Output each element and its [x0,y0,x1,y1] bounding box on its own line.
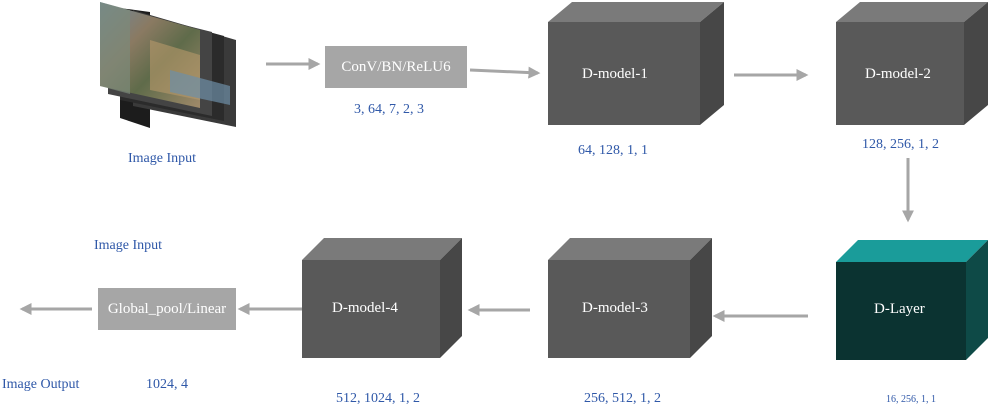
image-output-label: Image Output [2,377,80,392]
pool-block: Global_pool/Linear [98,288,236,330]
dmodel3-params: 256, 512, 1, 2 [584,391,661,406]
arrow-conv-to-dmodel1 [469,66,541,79]
dlayer-label: D-Layer [874,301,925,317]
dlayer-params: 16, 256, 1, 1 [886,394,936,405]
input-image-stack [100,2,236,128]
dlayer-cube [836,240,988,360]
dmodel2-params: 128, 256, 1, 2 [862,137,939,152]
conv-block: ConV/BN/ReLU6 [325,46,467,88]
image-input-label-2: Image Input [94,238,163,253]
dmodel1-cube [548,2,724,125]
dmodel2-label: D-model-2 [865,66,931,82]
image-input-label: Image Input [128,151,197,166]
dmodel3-cube [548,238,712,358]
dmodel3-label: D-model-3 [582,300,648,316]
dmodel1-params: 64, 128, 1, 1 [578,143,648,158]
dmodel2-cube [836,2,988,125]
conv-block-label: ConV/BN/ReLU6 [341,58,451,75]
dmodel4-cube [302,238,462,358]
pool-params: 1024, 4 [146,377,188,392]
conv-params: 3, 64, 7, 2, 3 [354,102,424,117]
dmodel4-label: D-model-4 [332,300,398,316]
dmodel1-label: D-model-1 [582,66,648,82]
pool-block-label: Global_pool/Linear [107,300,227,317]
dmodel4-params: 512, 1024, 1, 2 [336,391,420,406]
